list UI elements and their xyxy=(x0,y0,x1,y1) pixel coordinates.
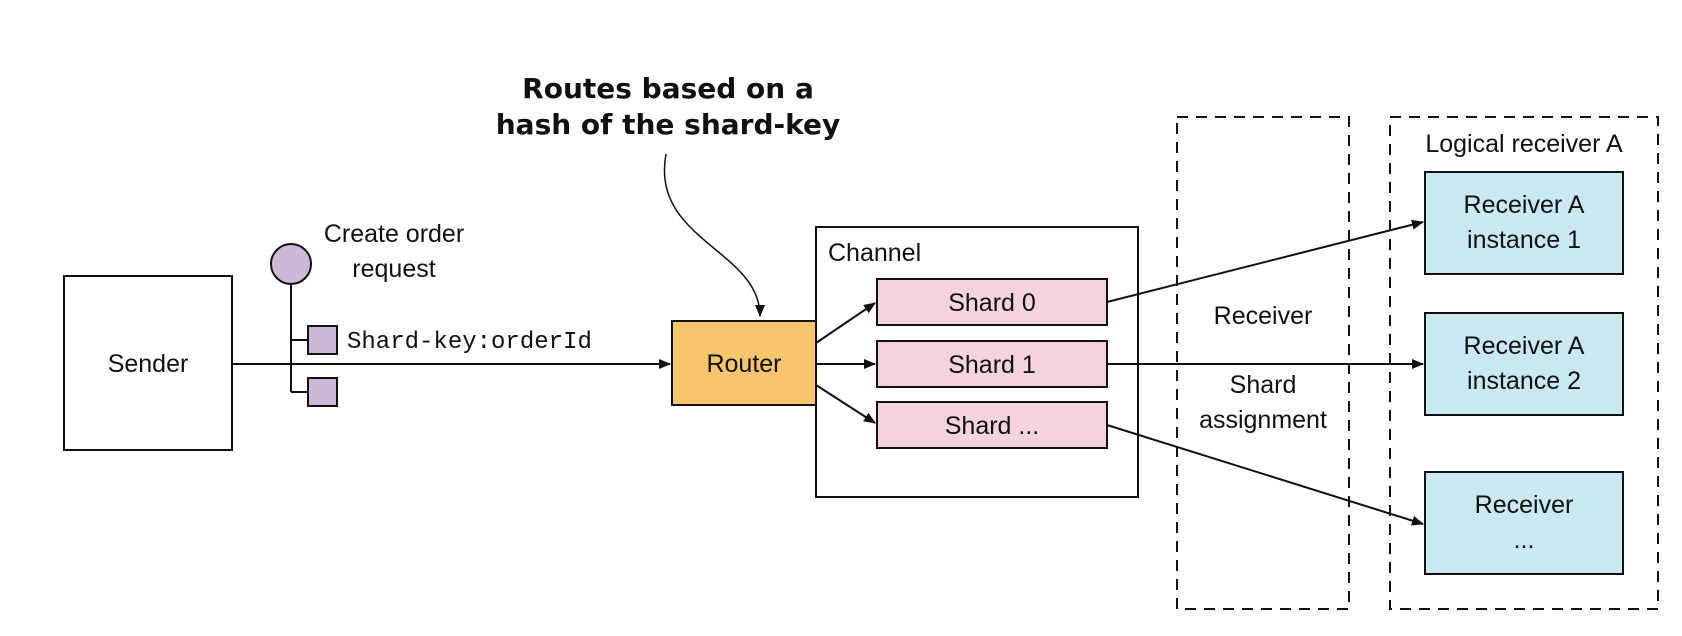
router-shard-n-arrow xyxy=(815,384,876,424)
shard-key-header-text: Shard-key:orderId xyxy=(347,329,592,356)
message-label-line-1: Create order xyxy=(324,220,464,248)
message-label-line-2: request xyxy=(352,255,435,283)
receiver-instance-1-line-1: Receiver A xyxy=(1464,191,1585,219)
sender-label: Sender xyxy=(108,350,189,378)
receiver-instance-2-line-2: instance 2 xyxy=(1467,367,1581,395)
channel-label: Channel xyxy=(828,239,921,267)
shard-assignment-receiver-label: Receiver xyxy=(1214,302,1313,330)
shard-assignment-label-line-2: assignment xyxy=(1199,406,1327,434)
receiver-instance-2-box xyxy=(1424,312,1624,416)
shard-n-label: Shard ... xyxy=(945,412,1040,440)
shard-0-box xyxy=(876,278,1108,326)
logical-receiver-label: Logical receiver A xyxy=(1425,130,1623,158)
receiver-instance-1-line-2: instance 1 xyxy=(1467,226,1581,254)
shard-1-box xyxy=(876,340,1108,388)
callout-line-2: hash of the shard-key xyxy=(496,108,840,141)
message-body-icon xyxy=(307,377,338,407)
receiver-instance-1-box xyxy=(1424,171,1624,275)
receiver-instance-n-line-1: Receiver xyxy=(1475,491,1574,519)
shard-0-receiver-arrow xyxy=(1106,219,1424,303)
router-shard-0-arrow xyxy=(815,302,876,344)
message-icon xyxy=(270,243,312,285)
callout-pointer xyxy=(663,153,765,317)
shard-0-label: Shard 0 xyxy=(948,289,1036,317)
receiver-instance-2-line-1: Receiver A xyxy=(1464,332,1585,360)
shard-assignment-label-line-1: Shard xyxy=(1230,371,1297,399)
shard-1-label: Shard 1 xyxy=(948,351,1036,379)
receiver-instance-n-line-2: ... xyxy=(1514,526,1535,554)
shard-n-receiver-arrow xyxy=(1106,424,1424,526)
router-label: Router xyxy=(706,350,781,378)
callout-line-1: Routes based on a xyxy=(522,72,814,105)
shard-n-box xyxy=(876,401,1108,449)
router-box xyxy=(671,320,817,406)
receiver-instance-n-box xyxy=(1424,471,1624,575)
sender-box xyxy=(63,275,233,451)
message-header-icon xyxy=(307,325,338,355)
